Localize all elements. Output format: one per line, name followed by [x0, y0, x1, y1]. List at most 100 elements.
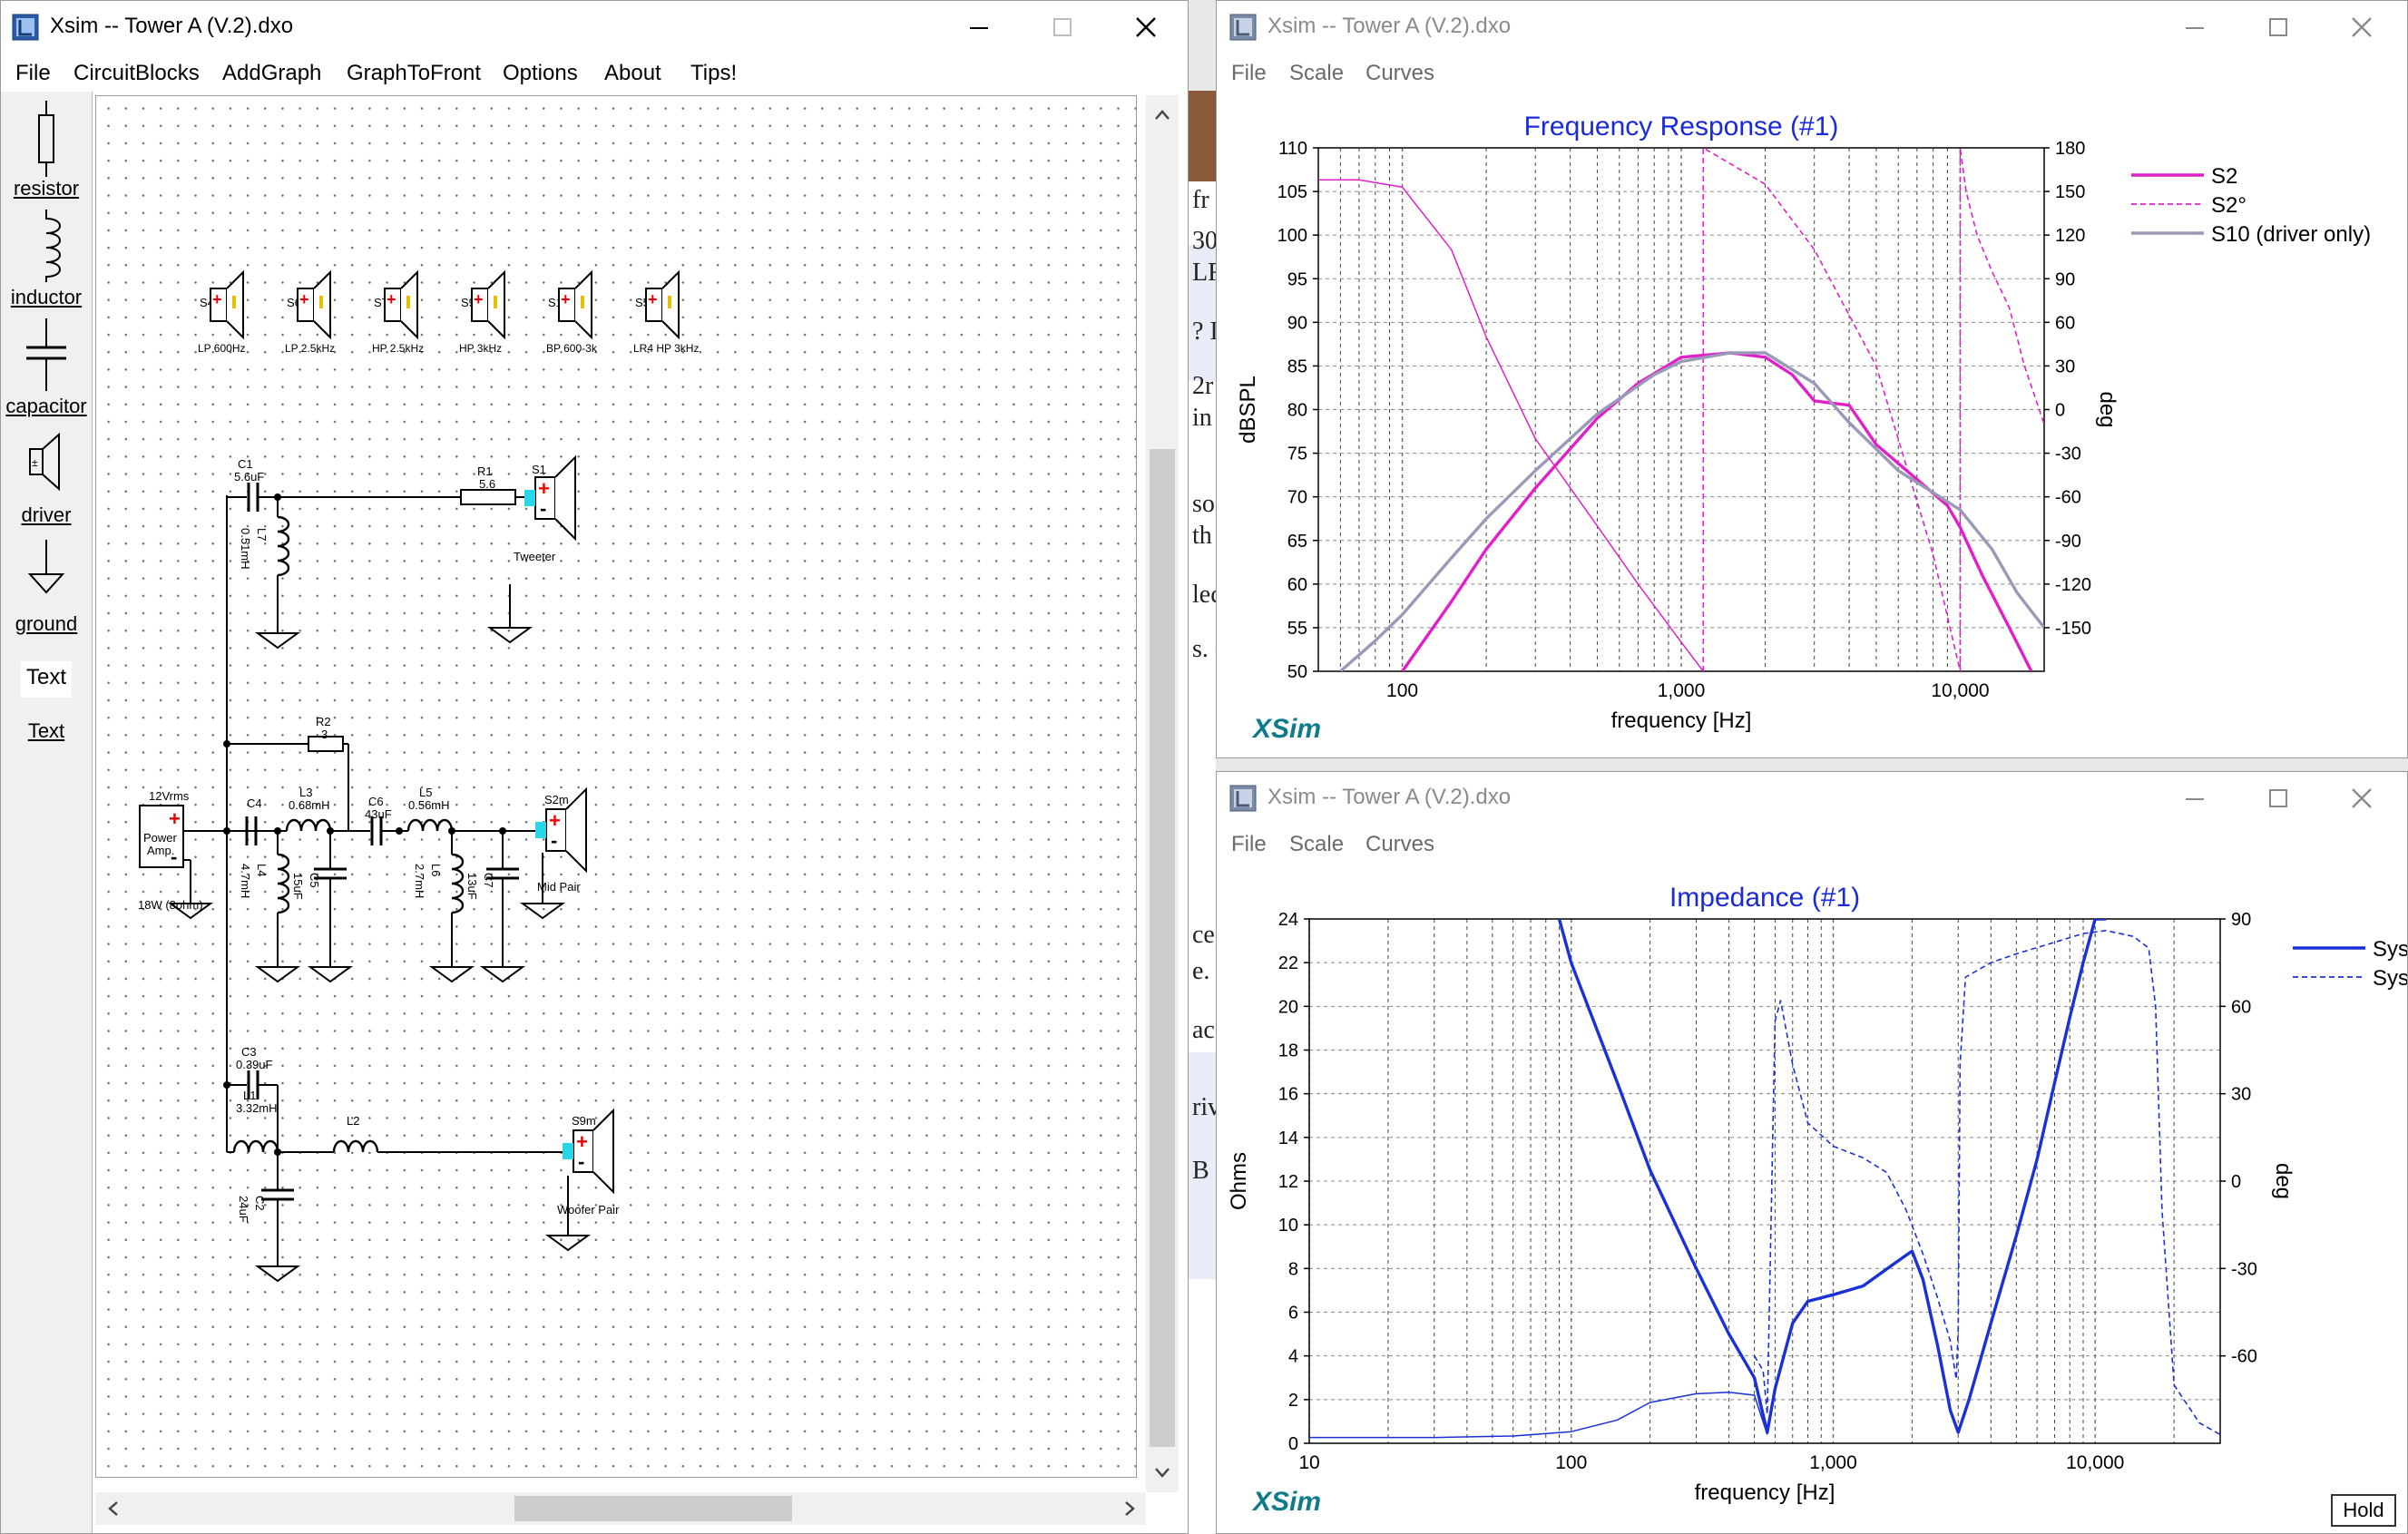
- s2-name: S2m: [544, 793, 569, 806]
- speaker-highlight: [535, 822, 546, 838]
- plot-frame: [1308, 918, 2221, 1444]
- tool-inductor[interactable]: inductor: [1, 208, 92, 312]
- scroll-right-icon[interactable]: [1113, 1492, 1146, 1525]
- close-icon[interactable]: [1119, 8, 1173, 48]
- vertical-scrollbar[interactable]: [1146, 95, 1179, 1492]
- menu-options[interactable]: Options: [503, 61, 578, 85]
- maximize-icon[interactable]: [2251, 8, 2305, 48]
- imp-titlebar[interactable]: Xsim -- Tower A (V.2).dxo: [1217, 772, 2407, 826]
- imp-window-title: Xsim -- Tower A (V.2).dxo: [1268, 785, 1512, 809]
- y2-tick-label: -90: [2055, 532, 2081, 552]
- menu-graphtofront[interactable]: GraphToFront: [347, 61, 482, 85]
- x-tick-label: 10,000: [2066, 1452, 2124, 1473]
- y-tick-label: 8: [1288, 1259, 1298, 1279]
- speaker-highlight: [563, 1143, 573, 1159]
- menu-tips[interactable]: Tips!: [690, 61, 738, 85]
- imp-menu-scale[interactable]: Scale: [1289, 832, 1345, 856]
- minus-sign: -: [551, 829, 557, 852]
- y2-tick-label: 60: [2231, 997, 2251, 1017]
- plus-sign: +: [648, 290, 658, 308]
- close-icon[interactable]: [2335, 8, 2389, 48]
- tool-text[interactable]: Text: [1, 712, 92, 763]
- plus-sign: +: [169, 807, 181, 830]
- maximize-icon[interactable]: [1035, 8, 1090, 48]
- y-tick-label: 24: [1278, 910, 1298, 930]
- inductor-coil: [277, 515, 290, 577]
- tool-capacitor[interactable]: capacitor: [1, 317, 92, 421]
- tool-resistor[interactable]: resistor: [1, 101, 92, 205]
- xsim-brand: XSim: [1251, 1487, 1321, 1517]
- y-tick-label: 0: [1288, 1434, 1298, 1454]
- y2-tick-label: -120: [2055, 575, 2091, 595]
- vertical-scroll-thumb[interactable]: [1150, 449, 1175, 1447]
- imp-menu-file[interactable]: File: [1231, 832, 1267, 856]
- x-axis-label: frequency [Hz]: [1611, 708, 1752, 733]
- series-line-s10-driver-only-: [1339, 351, 2044, 671]
- minimize-icon[interactable]: [2168, 8, 2222, 48]
- tool-inductor-label: inductor: [10, 286, 83, 308]
- tool-resistor-label: resistor: [13, 177, 80, 200]
- freq-window-title: Xsim -- Tower A (V.2).dxo: [1268, 14, 1512, 38]
- horizontal-scroll-thumb[interactable]: [514, 1496, 792, 1521]
- ground-symbol: [479, 966, 526, 983]
- l5-value: 0.56mH: [408, 798, 450, 812]
- hold-button[interactable]: Hold: [2331, 1494, 2396, 1527]
- tool-text-sample[interactable]: Text: [1, 656, 92, 707]
- tool-ground[interactable]: ground: [1, 534, 92, 639]
- horizontal-scrollbar[interactable]: [95, 1492, 1146, 1525]
- driver-icon: ±: [29, 432, 60, 492]
- circuit-titlebar[interactable]: Xsim -- Tower A (V.2).dxo: [1, 1, 1188, 55]
- menu-addgraph[interactable]: AddGraph: [222, 61, 322, 85]
- y2-axis-label: deg: [2271, 1163, 2295, 1199]
- y2-tick-label: 60: [2055, 313, 2075, 333]
- y2-tick-label: 0: [2055, 401, 2065, 421]
- scroll-down-icon[interactable]: [1146, 1456, 1179, 1489]
- y-tick-label: 90: [1287, 313, 1307, 333]
- series-line-s2: [1401, 351, 2033, 671]
- block-marker: [494, 296, 497, 308]
- resistor-body: [460, 489, 516, 505]
- tool-text-preview-label: Text: [25, 665, 66, 689]
- menu-file[interactable]: File: [15, 61, 51, 85]
- y-axis-label: Ohms: [1227, 1152, 1251, 1210]
- y-tick-label: 22: [1278, 953, 1298, 973]
- impedance-window: Xsim -- Tower A (V.2).dxo File Scale Cur…: [1216, 771, 2408, 1534]
- y-tick-label: 4: [1288, 1347, 1298, 1367]
- freq-menu-file[interactable]: File: [1231, 61, 1267, 85]
- inductor-coil: [232, 1139, 279, 1153]
- maximize-icon[interactable]: [2251, 779, 2305, 819]
- close-icon[interactable]: [2335, 779, 2389, 819]
- freq-menu-curves[interactable]: Curves: [1366, 61, 1435, 85]
- menu-circuitblocks[interactable]: CircuitBlocks: [73, 61, 200, 85]
- imp-menu-curves[interactable]: Curves: [1366, 832, 1435, 856]
- scroll-left-icon[interactable]: [97, 1492, 130, 1525]
- menu-about[interactable]: About: [604, 61, 661, 85]
- c3-value: 0.39uF: [236, 1058, 273, 1071]
- c7-value: 13uF: [465, 873, 479, 900]
- y-tick-label: 65: [1287, 532, 1307, 552]
- background-text-fragment: th: [1192, 522, 1212, 550]
- minimize-icon[interactable]: [2168, 779, 2222, 819]
- resistor-icon: [38, 101, 54, 177]
- freq-titlebar[interactable]: Xsim -- Tower A (V.2).dxo: [1217, 1, 2407, 55]
- circuit-menubar: File CircuitBlocks AddGraph GraphToFront…: [1, 55, 1188, 92]
- y-tick-label: 105: [1277, 182, 1307, 202]
- junction-dot: [223, 827, 230, 835]
- y-tick-label: 10: [1278, 1216, 1298, 1236]
- junction-dot: [396, 827, 403, 835]
- plus-sign: +: [212, 290, 222, 308]
- tool-driver[interactable]: ± driver: [1, 425, 92, 530]
- l5-name: L5: [419, 786, 432, 799]
- c2-name: C2: [253, 1196, 267, 1211]
- speaker-block-caption: HP 2.5kHz: [372, 342, 424, 355]
- legend-label: Sys°: [2373, 966, 2407, 991]
- minimize-icon[interactable]: [952, 8, 1006, 48]
- c7-name: C7: [482, 873, 495, 888]
- freq-menu-scale[interactable]: Scale: [1289, 61, 1345, 85]
- scroll-up-icon[interactable]: [1146, 99, 1179, 132]
- inductor-coil: [451, 853, 465, 914]
